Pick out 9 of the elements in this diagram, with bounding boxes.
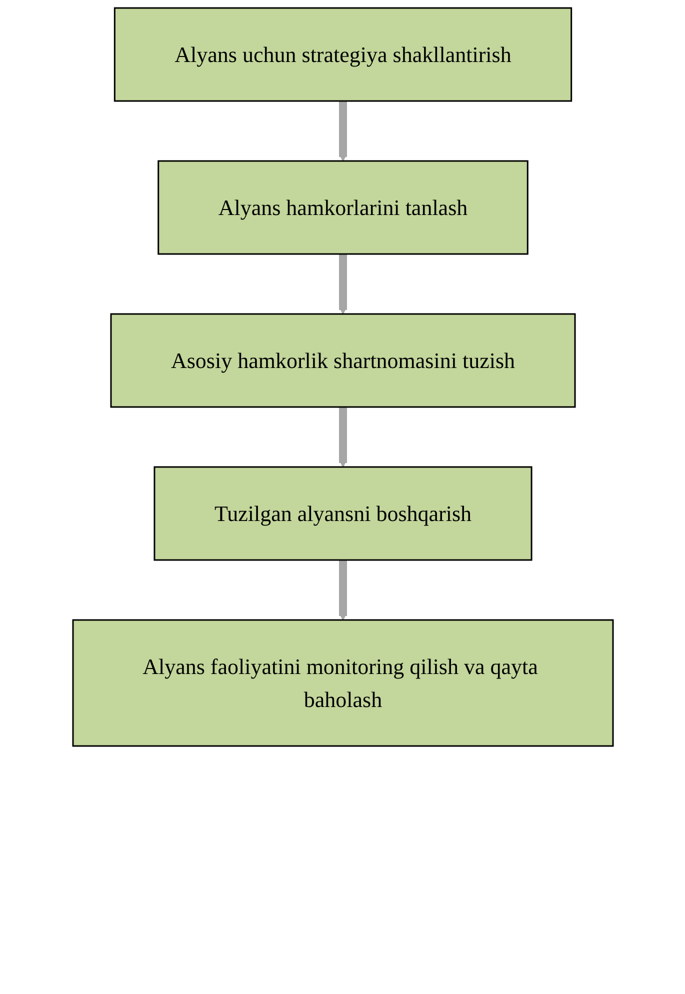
arrow [338,254,347,314]
arrow [338,407,347,468]
node-box: Alyans uchun strategiya shakllantirish [113,7,572,102]
node-box: Asosiy hamkorlik shartnomasini tuzish [110,313,576,408]
arrow [338,101,347,162]
node-box: Alyans faoliyatini monitoring qilish va qayta baholash [72,619,614,747]
arrow [338,560,347,620]
node-box: Tuzilgan alyansni boshqarish [153,466,532,561]
node-box: Alyans hamkorlarini tanlash [157,160,528,255]
